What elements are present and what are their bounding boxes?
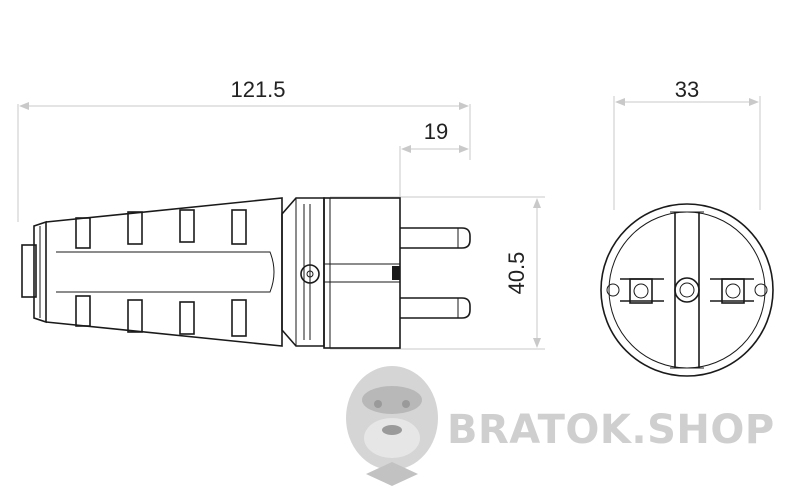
- cable-end-cap: [21, 220, 47, 324]
- body-height-label: 40.5: [504, 252, 529, 295]
- overall-length-label: 121.5: [230, 77, 285, 102]
- plug-front-view: [600, 203, 774, 377]
- pin-squares: [629, 278, 745, 304]
- plug-pins: [400, 227, 471, 319]
- pin-length-label: 19: [424, 119, 448, 144]
- dimension-pin-length: 19: [399, 119, 469, 200]
- watermark-text: BRATOK.SHOP: [447, 407, 775, 453]
- dimension-face-diameter: 33: [613, 77, 761, 210]
- dimension-body-height: 40.5: [330, 196, 545, 350]
- gorilla-icon: [346, 366, 438, 486]
- plug-collar: [281, 197, 325, 347]
- plug-head: [323, 197, 401, 349]
- plug-side-view: [21, 197, 471, 349]
- grip-body: [45, 197, 283, 347]
- dimension-overall-length: 121.5: [17, 77, 471, 222]
- ground-strips: [620, 211, 754, 369]
- watermark: BRATOK.SHOP: [346, 366, 775, 486]
- face-diameter-label: 33: [675, 77, 699, 102]
